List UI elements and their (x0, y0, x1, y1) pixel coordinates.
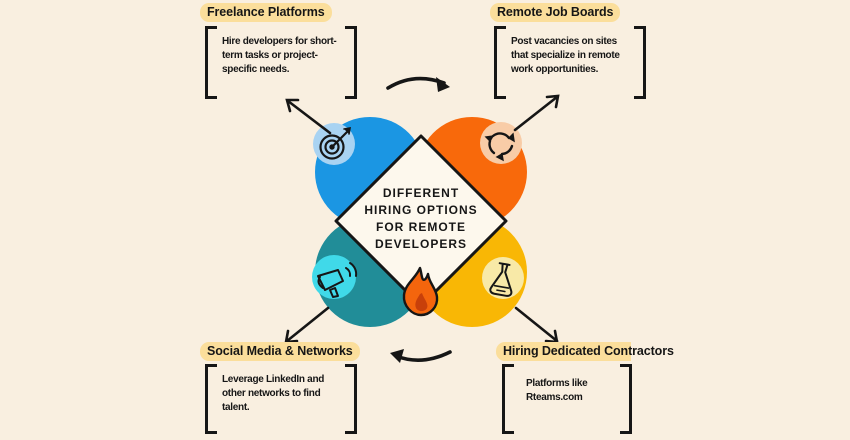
section-note-hiring-dedicated-contractors: Platforms like Rteams.com (502, 364, 632, 434)
note-line: Post vacancies on sites (511, 36, 617, 47)
section-title-hiring-dedicated-contractors: Hiring Dedicated Contractors (496, 342, 681, 361)
section-note-remote-job-boards: Post vacancies on sites that specialize … (494, 26, 646, 99)
section-title-remote-job-boards: Remote Job Boards (490, 3, 621, 22)
note-line: specific needs. (222, 64, 290, 75)
center-title-line: for Remote (376, 220, 466, 234)
megaphone-icon (317, 262, 358, 298)
section-title-freelance-platforms: Freelance Platforms (200, 3, 332, 22)
note-line: that specialize in remote (511, 50, 620, 61)
note-line: Hire developers for short- (222, 36, 337, 47)
note-line: talent. (222, 402, 250, 413)
section-note-social-media-networks: Leverage LinkedIn and other networks to … (205, 364, 357, 434)
recycle-arrows-icon (484, 132, 515, 162)
section-note-freelance-platforms: Hire developers for short- term tasks or… (205, 26, 357, 99)
flask-icon (489, 262, 513, 297)
center-title-line: Different (382, 186, 460, 200)
arrow-bottom-left (284, 306, 330, 344)
curved-arrow-top (386, 76, 450, 92)
arrow-bottom-right (514, 306, 559, 344)
section-title-highlight: Social Media & Networks (200, 342, 360, 361)
icon-badge-jobboards (480, 122, 522, 164)
flame-icon (402, 266, 439, 317)
section-title-highlight: Freelance Platforms (200, 3, 332, 22)
curved-arrow-bottom (390, 349, 452, 363)
note-line: term tasks or project- (222, 50, 318, 61)
center-title-line: Hiring Options (364, 203, 478, 217)
target-dart-icon (319, 127, 351, 160)
section-title-highlight: Remote Job Boards (490, 3, 621, 22)
icon-badge-contractors (482, 257, 524, 299)
section-title-highlight: Hiring Dedicated Contractors (496, 342, 681, 361)
note-line: Platforms like (526, 378, 588, 389)
center-title-line: Developers (374, 237, 468, 251)
arrow-top-left (285, 98, 332, 135)
note-line: Leverage LinkedIn and (222, 374, 325, 385)
center-title: Different Hiring Options for Remote Deve… (331, 185, 511, 253)
section-title-social-media-networks: Social Media & Networks (200, 342, 360, 361)
arrow-top-right (513, 94, 560, 132)
note-line: other networks to find (222, 388, 321, 399)
note-line: work opportunities. (511, 64, 599, 75)
note-line: Rteams.com (526, 392, 583, 403)
